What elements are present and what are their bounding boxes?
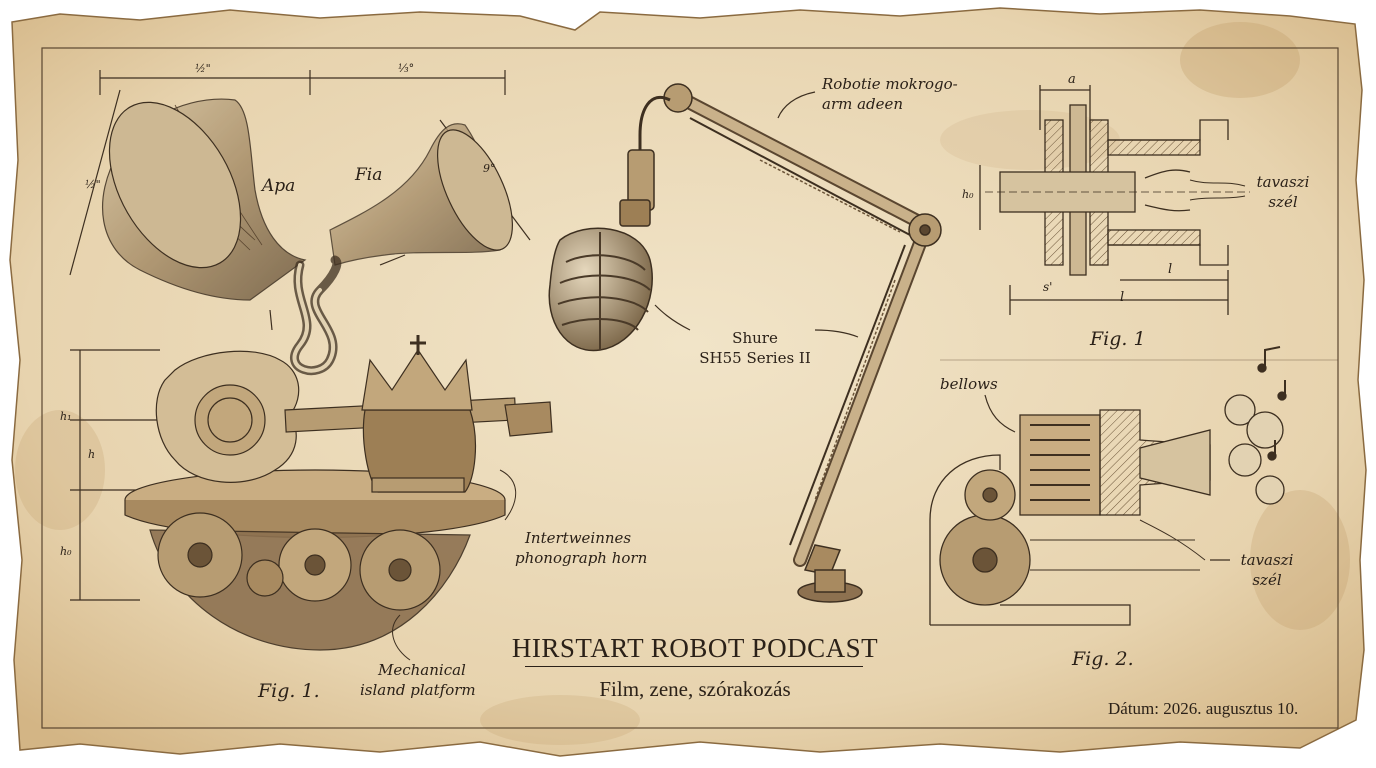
dimension-diagonal-1: ½" bbox=[85, 178, 101, 191]
microphone-arm-illustration bbox=[548, 83, 942, 603]
podcast-title: HIRSTART ROBOT PODCAST bbox=[511, 633, 879, 663]
fig-label-left: Fig. 1. bbox=[258, 680, 320, 702]
dimension-diagonal-2: 9° bbox=[483, 162, 496, 175]
horn-label-fia: Fia bbox=[355, 165, 383, 185]
annotation-arm-line-2: arm adeen bbox=[822, 95, 904, 113]
podcast-subtitle: Film, zene, szórakozás bbox=[599, 677, 791, 701]
drawing-border bbox=[41, 47, 1339, 729]
label-bellows: bellows bbox=[940, 375, 998, 393]
annotation-mic-line-2: SH55 Series II bbox=[699, 349, 811, 367]
dimension-top-1: ½" bbox=[195, 62, 211, 75]
bellows-diagram bbox=[929, 346, 1287, 626]
annotation-wind-bottom-line-1: tavaszi bbox=[1240, 551, 1294, 569]
fig-label-bottom-right: Fig. 2. bbox=[1072, 648, 1134, 670]
annotation-wind-bottom-line-2: szél bbox=[1252, 571, 1282, 589]
dimension-top-2: ⅓° bbox=[398, 62, 415, 75]
cross-section-diagram bbox=[979, 85, 1250, 315]
dimension-s: s' bbox=[1043, 280, 1053, 294]
dimension-a: a bbox=[1068, 72, 1076, 87]
annotation-wind-top-line-1: tavaszi bbox=[1256, 173, 1310, 191]
fig-label-top-right: Fig. 1 bbox=[1090, 328, 1146, 350]
annotation-arm-line-1: Robotie mokrogo- bbox=[822, 75, 958, 93]
date-label: Dátum: 2026. augusztus 10. bbox=[1108, 699, 1299, 718]
annotation-horn-line-2: phonograph horn bbox=[515, 549, 648, 567]
title-underline bbox=[525, 666, 863, 667]
annotation-horn-line-1: Intertweinnes bbox=[525, 529, 632, 547]
dimension-h1: h₁ bbox=[60, 410, 72, 423]
annotation-platform-line-1: Mechanical bbox=[378, 661, 466, 679]
left-illustration bbox=[69, 70, 553, 661]
dimension-h0-right: h₀ bbox=[962, 188, 974, 201]
dimension-l2: l bbox=[1120, 290, 1125, 305]
dimension-h: h bbox=[88, 448, 96, 461]
annotation-platform-line-2: island platform bbox=[360, 681, 476, 699]
horn-label-apa: Apa bbox=[262, 176, 296, 196]
annotation-mic-line-1: Shure bbox=[732, 329, 778, 347]
dimension-l1: l bbox=[1168, 262, 1173, 277]
dimension-h0: h₀ bbox=[60, 545, 72, 558]
annotation-wind-top-line-2: szél bbox=[1268, 193, 1298, 211]
